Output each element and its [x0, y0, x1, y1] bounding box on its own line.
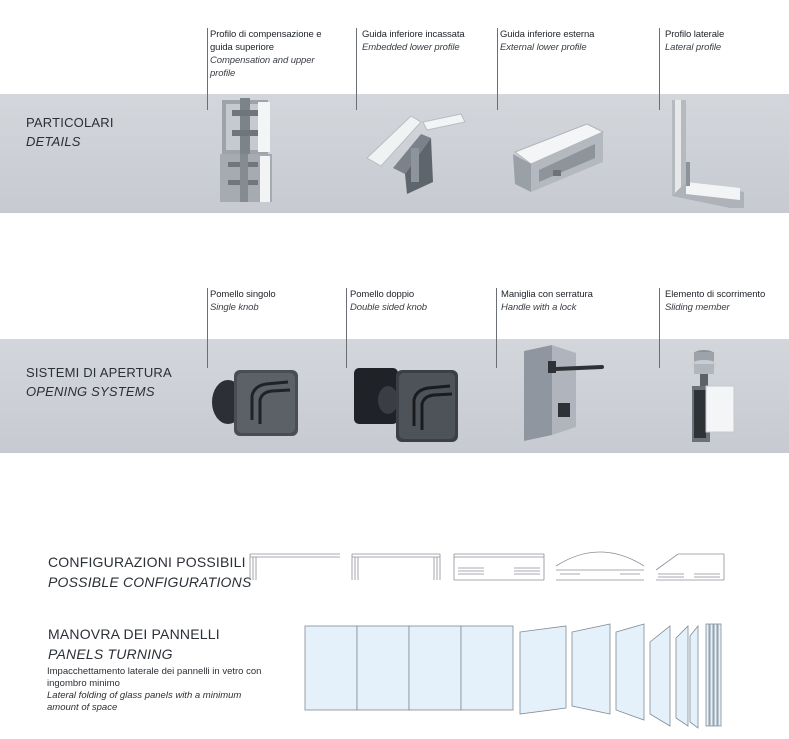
opening-caption-it: Pomello doppio — [350, 289, 415, 300]
panels-description-it: Impacchettamento laterale dei pannelli i… — [47, 666, 262, 689]
detail-caption-external: Guida inferiore esterna External lower p… — [500, 28, 630, 54]
double-knob-image — [352, 364, 460, 444]
external-lower-profile-image — [509, 118, 609, 200]
lateral-profile-image — [666, 96, 750, 212]
detail-caption-en: Embedded lower profile — [362, 42, 460, 53]
detail-caption-lateral: Profilo laterale Lateral profile — [665, 28, 775, 54]
opening-caption-en: Handle with a lock — [501, 302, 577, 313]
configurations-title-it: CONFIGURAZIONI POSSIBILI — [48, 554, 246, 570]
glass-panel-turning — [615, 623, 645, 721]
caption-leader-line — [659, 28, 660, 110]
panels-folding-diagram — [304, 622, 724, 732]
details-band — [0, 94, 789, 213]
details-section-title: PARTICOLARI DETAILS — [26, 113, 114, 151]
configurations-diagrams — [248, 548, 728, 584]
glass-panel-turning — [649, 625, 671, 727]
glass-panel-stacked — [713, 623, 718, 727]
detail-caption-it: Guida inferiore esterna — [500, 29, 595, 40]
opening-caption-double-knob: Pomello doppio Double sided knob — [350, 288, 480, 314]
opening-systems-section-title: SISTEMI DI APERTURA OPENING SYSTEMS — [26, 363, 172, 401]
caption-leader-line — [659, 288, 660, 368]
opening-caption-en: Double sided knob — [350, 302, 427, 313]
configuration-diagram-1 — [249, 553, 340, 580]
panels-title-en: PANELS TURNING — [48, 646, 173, 662]
glass-panel-turning — [675, 625, 689, 727]
glass-panel-stacked — [717, 623, 722, 727]
detail-caption-en: Compensation and upper profile — [210, 55, 315, 79]
opening-caption-en: Single knob — [210, 302, 259, 313]
glass-panel-flat — [460, 625, 514, 711]
configuration-diagram-4 — [555, 551, 645, 581]
configurations-title-en: POSSIBLE CONFIGURATIONS — [48, 574, 252, 590]
detail-caption-en: Lateral profile — [665, 42, 722, 53]
detail-caption-embedded: Guida inferiore incassata Embedded lower… — [362, 28, 492, 54]
opening-caption-sliding-member: Elemento di scorrimento Sliding member — [665, 288, 785, 314]
caption-leader-line — [207, 288, 208, 368]
configuration-diagram-5 — [655, 553, 725, 581]
caption-leader-line — [346, 288, 347, 368]
sliding-member-image — [688, 348, 736, 446]
details-title-it: PARTICOLARI — [26, 115, 114, 130]
details-title-en: DETAILS — [26, 134, 81, 149]
opening-caption-it: Elemento di scorrimento — [665, 289, 766, 300]
opening-title-en: OPENING SYSTEMS — [26, 384, 155, 399]
panels-description-en: Lateral folding of glass panels with a m… — [47, 690, 242, 713]
embedded-lower-profile-image — [349, 108, 469, 200]
caption-leader-line — [207, 28, 208, 110]
glass-panel-stacked — [705, 623, 710, 727]
configurations-title: CONFIGURAZIONI POSSIBILI POSSIBLE CONFIG… — [48, 552, 252, 592]
panels-turning-title: MANOVRA DEI PANNELLI PANELS TURNING — [48, 624, 220, 664]
glass-panel-flat — [304, 625, 358, 711]
opening-caption-single-knob: Pomello singolo Single knob — [210, 288, 330, 314]
opening-caption-handle-lock: Maniglia con serratura Handle with a loc… — [501, 288, 641, 314]
opening-caption-it: Maniglia con serratura — [501, 289, 593, 300]
opening-title-it: SISTEMI DI APERTURA — [26, 365, 172, 380]
glass-panel-turning — [689, 624, 699, 729]
caption-leader-line — [497, 28, 498, 110]
detail-caption-compensation: Profilo di compensazione e guida superio… — [210, 28, 335, 80]
single-knob-image — [208, 366, 302, 440]
detail-caption-en: External lower profile — [500, 42, 587, 53]
panels-title-it: MANOVRA DEI PANNELLI — [48, 626, 220, 642]
caption-leader-line — [356, 28, 357, 110]
glass-panel-flat — [356, 625, 410, 711]
detail-caption-it: Guida inferiore incassata — [362, 29, 465, 40]
detail-caption-it: Profilo di compensazione e guida superio… — [210, 29, 322, 53]
caption-leader-line — [496, 288, 497, 368]
opening-caption-en: Sliding member — [665, 302, 730, 313]
glass-panel-stacked — [709, 623, 714, 727]
glass-panel-flat — [408, 625, 462, 711]
glass-panel-turning — [571, 623, 611, 715]
configuration-diagram-3 — [453, 553, 545, 581]
opening-caption-it: Pomello singolo — [210, 289, 276, 300]
handle-lock-image — [522, 343, 606, 443]
glass-panel-turning — [519, 625, 567, 715]
detail-caption-it: Profilo laterale — [665, 29, 725, 40]
panels-turning-description: Impacchettamento laterale dei pannelli i… — [47, 666, 267, 714]
compensation-profile-image — [214, 96, 274, 204]
configuration-diagram-2 — [351, 553, 441, 580]
